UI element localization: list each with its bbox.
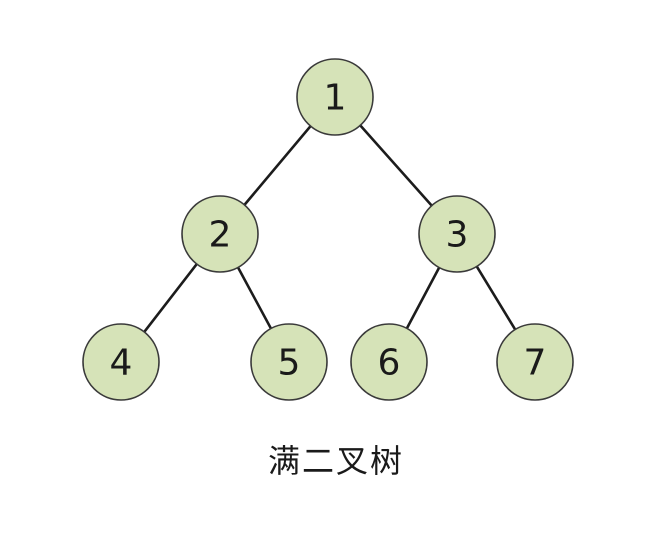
node-label-4: 4 bbox=[110, 343, 133, 384]
node-label-7: 7 bbox=[524, 343, 547, 384]
node-label-3: 3 bbox=[446, 215, 469, 256]
node-circle-3 bbox=[418, 195, 496, 273]
node-label-5: 5 bbox=[278, 343, 301, 384]
tree-node-6: 6 bbox=[350, 323, 428, 401]
node-circle-7 bbox=[496, 323, 574, 401]
tree-node-4: 4 bbox=[82, 323, 160, 401]
node-circle-6 bbox=[350, 323, 428, 401]
node-circle-4 bbox=[82, 323, 160, 401]
node-label-6: 6 bbox=[378, 343, 401, 384]
tree-node-1: 1 bbox=[296, 58, 374, 136]
tree-node-2: 2 bbox=[181, 195, 259, 273]
node-circle-1 bbox=[296, 58, 374, 136]
diagram-caption: 满二叉树 bbox=[267, 442, 404, 480]
node-circle-2 bbox=[181, 195, 259, 273]
node-label-2: 2 bbox=[209, 215, 232, 256]
tree-node-7: 7 bbox=[496, 323, 574, 401]
tree-node-5: 5 bbox=[250, 323, 328, 401]
nodes-layer: 1 2 3 4 5 6 7 bbox=[82, 58, 574, 401]
node-circle-5 bbox=[250, 323, 328, 401]
tree-node-3: 3 bbox=[418, 195, 496, 273]
node-label-1: 1 bbox=[324, 78, 347, 119]
